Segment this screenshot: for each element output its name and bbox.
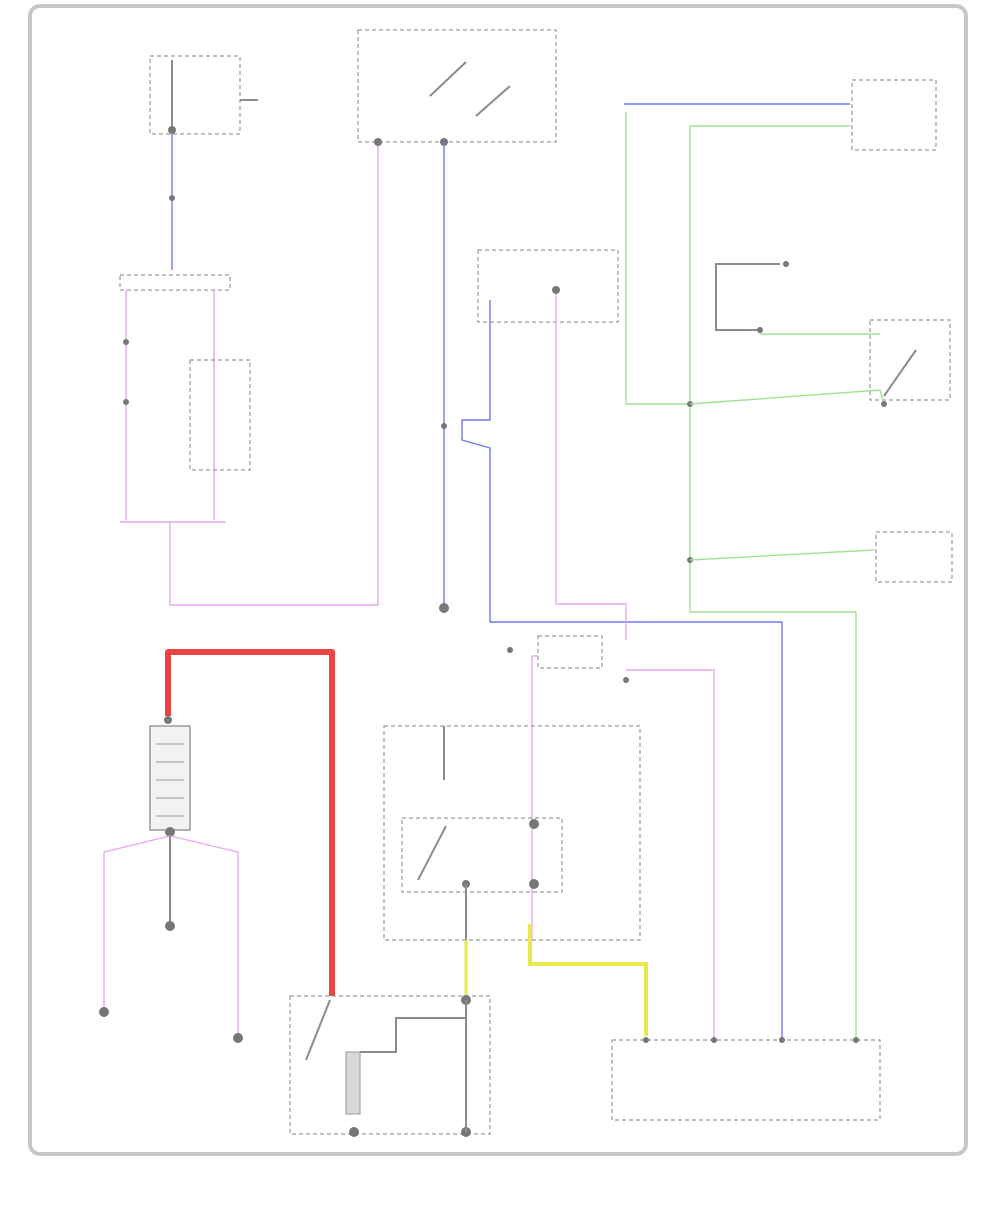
battery-red-cable: [165, 649, 335, 996]
center-switch-dash-box: [357, 29, 557, 143]
left-component-dash-box: [189, 359, 251, 471]
connector-pin-2: [711, 1037, 717, 1043]
distribution-node: [439, 603, 449, 613]
left-module-dash-box: [119, 274, 231, 291]
ground-point-1: [165, 921, 175, 931]
ground-point-3: [233, 1033, 243, 1043]
top-left-relay-group: [149, 55, 258, 135]
starter-wiring: [360, 1017, 466, 1053]
starter-switch-arm: [305, 999, 331, 1061]
ground-point-2: [99, 1007, 109, 1017]
right-loop-dot-1: [783, 261, 789, 267]
battery-negative-node: [165, 827, 175, 837]
right-lower-module-box: [875, 531, 953, 583]
starter-solenoid: [345, 1051, 361, 1115]
connector-pin-4: [853, 1037, 859, 1043]
center-relay-node: [552, 286, 560, 294]
right-switch-dash-box: [869, 319, 951, 401]
center-switch-group: [357, 29, 557, 146]
lower-relay-node-1: [529, 819, 539, 829]
center-blue-wire-2: [461, 300, 783, 1040]
relay-node: [168, 126, 176, 134]
left-pink-bus: [120, 140, 379, 606]
top-left-relay-box: [149, 55, 241, 135]
lower-relay-yellow-b: [528, 924, 648, 1036]
bottom-connector-dash-box: [611, 1039, 881, 1121]
right-green-wire-d: [689, 389, 885, 405]
top-right-module-box: [851, 79, 937, 151]
starter-node-2: [349, 1127, 359, 1137]
starter-dash-box: [289, 995, 491, 1135]
battery-ground-pink-a: [103, 835, 171, 1010]
splice-dot-3: [123, 399, 129, 405]
connector-pin-1: [643, 1037, 649, 1043]
battery-block: [149, 725, 191, 831]
battery-positive-node: [164, 716, 172, 724]
ground-dot-1: [623, 677, 629, 683]
page-border: [28, 4, 968, 1156]
lower-relay-inner-box: [401, 817, 563, 893]
lower-relay-dash-box: [383, 725, 641, 941]
right-switch-arm: [883, 349, 917, 397]
splice-dot-2: [123, 339, 129, 345]
right-loop-dot-2: [757, 327, 763, 333]
lower-relay-arm: [417, 825, 447, 881]
lower-relay-node-2: [529, 879, 539, 889]
splice-dot-1: [169, 195, 175, 201]
distribution-pink-link: [531, 655, 538, 940]
top-right-green-wire-a: [625, 112, 688, 405]
connector-pin-3: [779, 1037, 785, 1043]
switch-node-1: [374, 138, 382, 146]
right-green-wire-e: [689, 549, 875, 561]
center-pink-wire: [555, 294, 715, 1040]
switch-arm-2: [475, 85, 511, 117]
center-relay-dash-box: [477, 249, 619, 323]
top-right-green-wire-b: [689, 125, 857, 1040]
battery-ground-pink-b: [169, 835, 239, 1036]
switch-arm-1: [429, 61, 467, 97]
distribution-node-2: [507, 647, 513, 653]
distribution-label-box: [537, 635, 603, 669]
right-switch-dot: [881, 401, 887, 407]
splice-dot-4: [441, 423, 447, 429]
right-gray-loop: [715, 263, 780, 331]
